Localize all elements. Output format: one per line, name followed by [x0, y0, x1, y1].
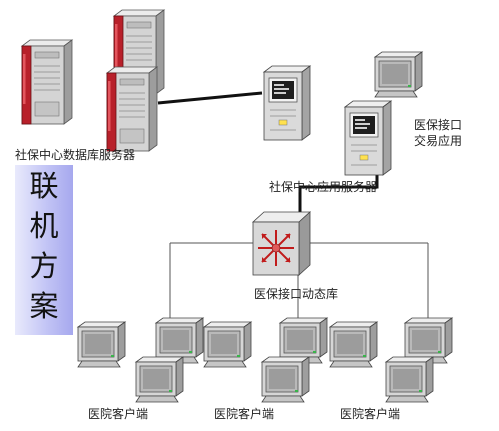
crt-monitor-icon: [329, 321, 378, 368]
crt-monitor-icon: [261, 356, 310, 403]
crt-monitor-icon: [279, 317, 328, 364]
link-switch-uplink: [298, 180, 379, 214]
hospital-client-label-right: 医院客户端: [340, 407, 401, 421]
link-db-to-app-server: [157, 91, 263, 105]
mainframe-server-icon: [106, 66, 158, 152]
crt-monitor-icon: [203, 321, 252, 368]
mainframe-server-icon: [21, 39, 73, 125]
interface-label-line1: 医保接口: [414, 118, 463, 132]
network-switch-icon: [251, 211, 312, 276]
banner-char: 方: [29, 249, 59, 283]
banner-char: 机: [29, 209, 59, 243]
banner-char: 案: [29, 289, 59, 323]
db-server-label: 社保中心数据库服务器: [15, 148, 136, 162]
crt-monitor-icon: [385, 356, 434, 403]
banner-char: 联: [29, 169, 59, 203]
scheme-title-banner: 联 机 方 案: [15, 165, 73, 335]
hospital-client-label-center: 医院客户端: [214, 407, 275, 421]
crt-monitor-icon: [374, 51, 423, 98]
tower-server-icon: [263, 65, 311, 141]
crt-monitor-icon: [404, 317, 453, 364]
app-server-label: 社保中心应用服务器: [269, 180, 378, 194]
interface-label-line2: 交易应用: [414, 134, 463, 148]
switch-label: 医保接口动态库: [254, 287, 339, 301]
hospital-client-label-left: 医院客户端: [88, 407, 149, 421]
tower-server-icon: [344, 100, 392, 176]
crt-monitor-icon: [155, 317, 204, 364]
crt-monitor-icon: [77, 321, 126, 368]
crt-monitor-icon: [135, 356, 184, 403]
